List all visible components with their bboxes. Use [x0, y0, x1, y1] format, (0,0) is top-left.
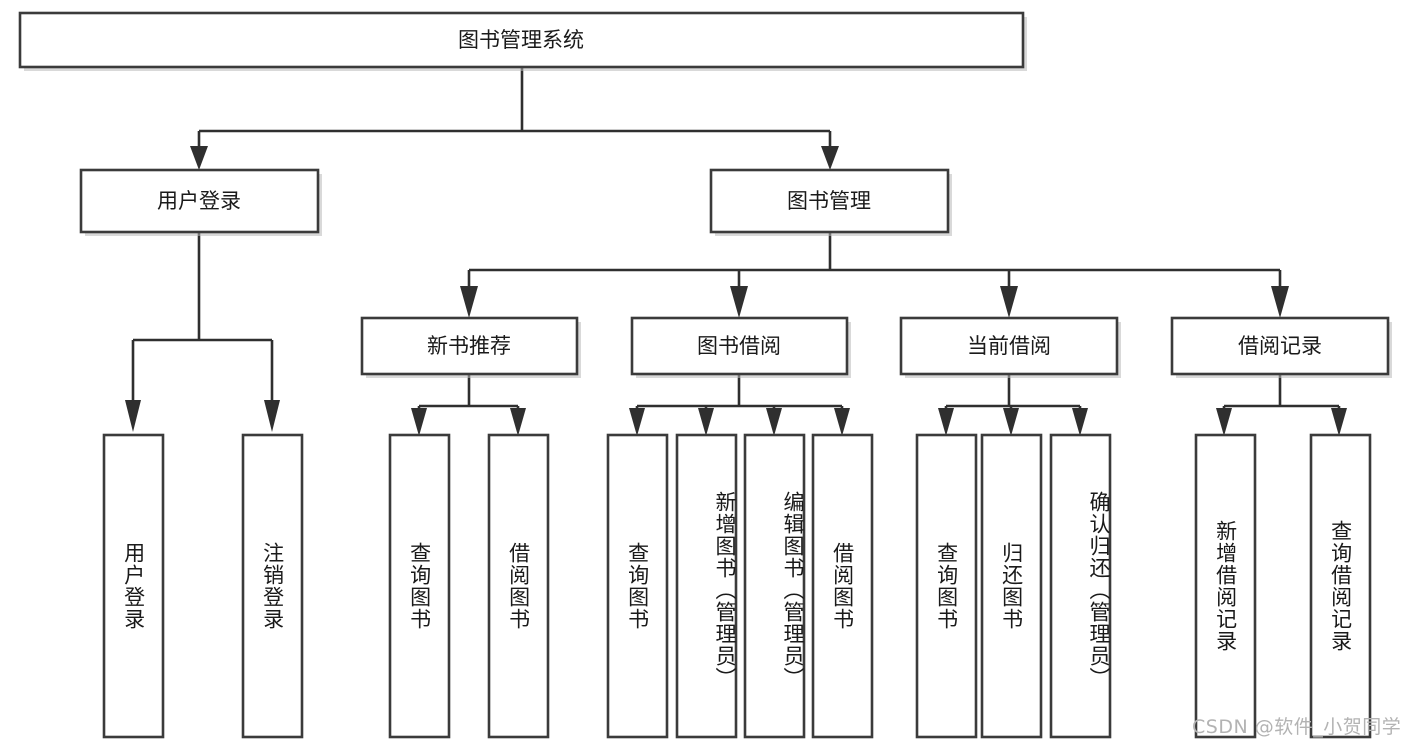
- leaf-borrow-book-1-box[interactable]: [487, 433, 550, 739]
- arrow-head-current-borrow: [1000, 286, 1018, 318]
- book-borrow-box[interactable]: [630, 316, 849, 376]
- arrow-head-leaf-borrow-book-2: [834, 408, 850, 436]
- node-book-borrow[interactable]: 图书借阅: [630, 316, 851, 378]
- node-new-book-recommend[interactable]: 新书推荐: [360, 316, 581, 378]
- book-manage-box[interactable]: [709, 168, 950, 234]
- arrow-head-leaf-query-record: [1331, 408, 1347, 436]
- arrow-head-leaf-edit-book: [766, 408, 782, 436]
- leaf-query-book-3-box[interactable]: [915, 433, 978, 739]
- root-label: 图书管理系统: [458, 28, 584, 52]
- leaf-query-book-1-box[interactable]: [388, 433, 451, 739]
- new-book-recommend-label: 新书推荐: [427, 334, 511, 358]
- leaf-query-book-2-box[interactable]: [606, 433, 669, 739]
- node-borrow-record[interactable]: 借阅记录: [1170, 316, 1392, 378]
- arrow-head-leaf-borrow-book-1: [510, 408, 526, 436]
- book-borrow-label: 图书借阅: [697, 334, 781, 358]
- arrow-head-leaf-return-book: [1003, 408, 1019, 436]
- node-current-borrow[interactable]: 当前借阅: [899, 316, 1121, 378]
- leaf-logout-box[interactable]: [241, 433, 304, 739]
- leaf-add-book-box[interactable]: [675, 433, 738, 739]
- borrow-record-box[interactable]: [1170, 316, 1390, 376]
- arrow-head-book-manage: [821, 146, 839, 170]
- user-login-box[interactable]: [79, 168, 320, 234]
- arrow-head-book-borrow: [730, 286, 748, 318]
- current-borrow-label: 当前借阅: [967, 334, 1051, 358]
- arrow-head-borrow-record: [1271, 286, 1289, 318]
- node-book-manage[interactable]: 图书管理: [709, 168, 952, 236]
- leaf-borrow-book-2-box[interactable]: [811, 433, 874, 739]
- leaf-edit-book-box[interactable]: [743, 433, 806, 739]
- node-root[interactable]: 图书管理系统: [18, 11, 1027, 71]
- leaf-boxes-layer: [102, 433, 1372, 739]
- borrow-record-label: 借阅记录: [1238, 334, 1322, 358]
- current-borrow-box[interactable]: [899, 316, 1119, 376]
- leaf-user-login-box[interactable]: [102, 433, 165, 739]
- arrow-head-leaf-query-book-2: [629, 408, 645, 436]
- arrow-head-user-login: [190, 146, 208, 170]
- leaf-add-record-box[interactable]: [1194, 433, 1257, 739]
- arrow-head-leaf-add-record: [1216, 408, 1232, 436]
- arrow-head-leaf-add-book: [698, 408, 714, 436]
- arrow-head-leaf-query-book-3: [938, 408, 954, 436]
- leaf-return-book-box[interactable]: [980, 433, 1043, 739]
- arrow-head-leaf-query-book-1: [411, 408, 427, 436]
- arrow-head-leaf-logout: [264, 400, 280, 432]
- leaf-query-record-box[interactable]: [1309, 433, 1372, 739]
- edges-layer: [125, 67, 1347, 436]
- csdn-watermark: CSDN @软件_小贺同学: [1192, 716, 1402, 738]
- new-book-recommend-box[interactable]: [360, 316, 579, 376]
- user-login-label: 用户登录: [157, 189, 241, 213]
- node-user-login[interactable]: 用户登录: [79, 168, 322, 236]
- book-manage-label: 图书管理: [787, 189, 871, 213]
- arrow-head-new-book-recommend: [460, 286, 478, 318]
- arrow-head-leaf-confirm-return: [1072, 408, 1088, 436]
- root-box[interactable]: [18, 11, 1025, 69]
- arrow-head-leaf-user-login: [125, 400, 141, 432]
- leaf-confirm-return-box[interactable]: [1049, 433, 1112, 739]
